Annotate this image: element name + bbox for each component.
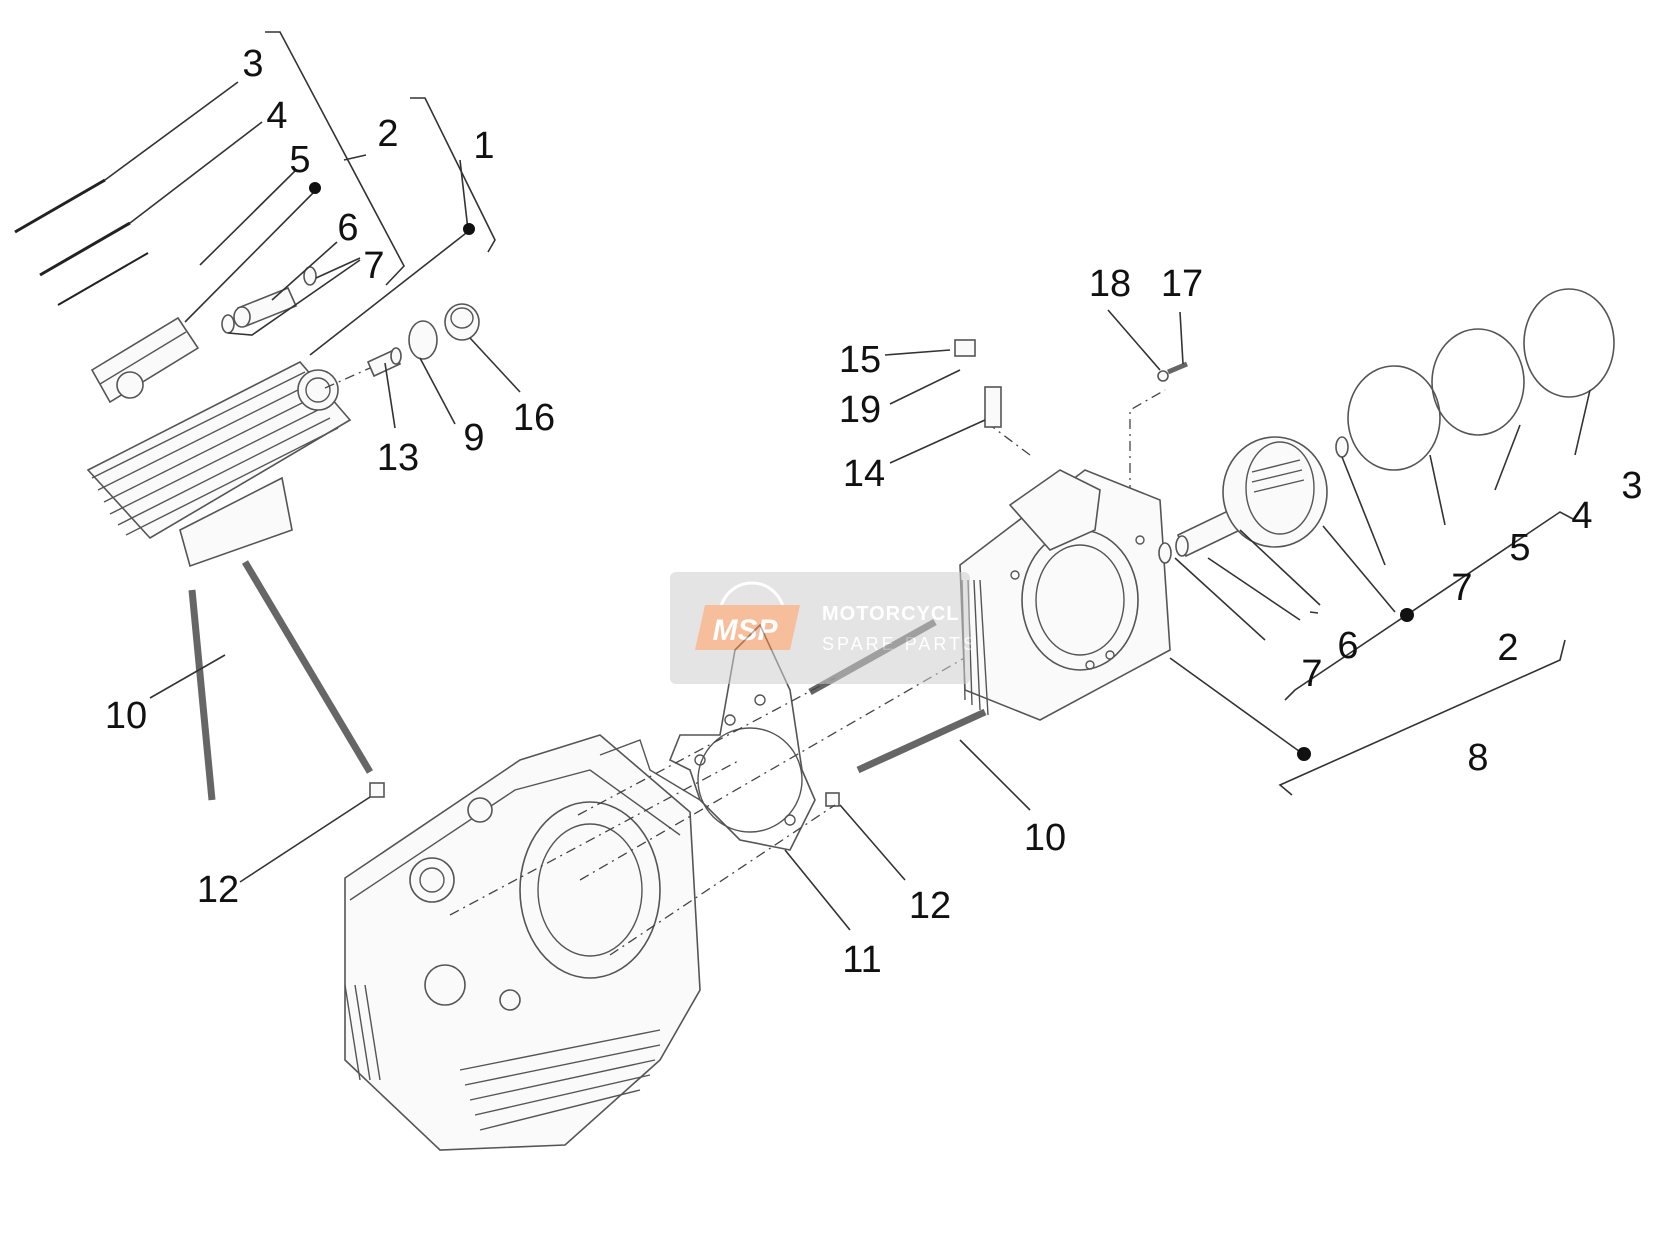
piston-right (1222, 436, 1328, 548)
watermark: MSP MOTORCYCL SPARE PARTS (670, 572, 978, 684)
callout-5-left: 5 (289, 139, 310, 181)
crankcase (344, 734, 701, 1151)
ring-4-left (39, 221, 131, 277)
ring-3-left (14, 178, 106, 234)
callout-7-right-upper: 7 (1451, 567, 1472, 609)
piston-pin-right (1175, 508, 1242, 558)
o-ring-9 (408, 320, 438, 360)
piston-left (90, 316, 200, 404)
callout-12-center: 12 (909, 885, 951, 927)
stud-10-center-b (856, 708, 987, 774)
ring-5-right (1347, 365, 1441, 471)
piston-pin-left (233, 286, 298, 328)
callout-9: 9 (463, 417, 484, 459)
callout-7-right-lower: 7 (1301, 653, 1322, 695)
callout-5-right: 5 (1509, 527, 1530, 569)
left-cylinder-assembly (14, 178, 480, 801)
pin-13 (366, 347, 402, 378)
callout-11: 11 (842, 939, 881, 981)
callout-2-left: 2 (377, 113, 398, 155)
stud-10-left-a (188, 589, 216, 801)
watermark-line2: SPARE PARTS (822, 634, 978, 654)
part-14 (984, 386, 1002, 428)
callout-17: 17 (1161, 263, 1203, 305)
callout-18: 18 (1089, 263, 1131, 305)
callout-7-left: 7 (363, 245, 384, 287)
leader-lines (104, 31, 1591, 931)
washer-18 (1157, 370, 1169, 382)
callout-19: 19 (839, 389, 881, 431)
dot-marker (309, 182, 321, 194)
callout-14: 14 (843, 453, 885, 495)
callout-15: 15 (839, 339, 881, 381)
watermark-line1: MOTORCYCL (822, 603, 960, 625)
callout-10-left: 10 (105, 695, 147, 737)
ring-4-right (1431, 328, 1525, 436)
plug-16 (444, 303, 480, 341)
cylinder-right (959, 469, 1171, 721)
callout-2-right: 2 (1497, 627, 1518, 669)
ring-5-left (57, 252, 149, 306)
callout-labels: 3 4 5 2 1 6 7 13 9 16 10 12 18 17 15 19 … (105, 43, 1643, 981)
dot-marker (1297, 747, 1311, 761)
watermark-badge-text: MSP (712, 614, 778, 647)
callout-10-center: 10 (1024, 817, 1066, 859)
callout-4-right: 4 (1571, 495, 1592, 537)
dowel-12-left (369, 782, 385, 798)
circlip-7-right-a (1158, 542, 1172, 564)
axis-line-left (324, 367, 371, 389)
cylinder-left (86, 361, 352, 568)
ring-3-right (1523, 288, 1615, 398)
callout-3-right: 3 (1621, 465, 1642, 507)
reference-dots (309, 182, 1414, 761)
callout-3-left: 3 (242, 43, 263, 85)
stud-10-left-b (241, 560, 374, 774)
right-cylinder-assembly (954, 288, 1615, 721)
callout-4-left: 4 (266, 95, 287, 137)
watermark-background (670, 572, 970, 684)
dowel-12-center (825, 792, 840, 807)
part-15 (954, 339, 976, 357)
screw-17 (1167, 361, 1188, 375)
callout-1: 1 (473, 125, 494, 167)
gasket-11 (668, 623, 816, 851)
callout-6-right: 6 (1337, 625, 1358, 667)
callout-6-left: 6 (337, 207, 358, 249)
circlip-7-left-a (221, 314, 235, 334)
dot-marker (463, 223, 475, 235)
circlip-7-right-b (1335, 436, 1349, 458)
callout-8: 8 (1467, 737, 1488, 779)
msp-badge (695, 605, 800, 650)
callout-13: 13 (377, 437, 419, 479)
callout-12-left: 12 (197, 869, 239, 911)
dot-marker (1400, 608, 1414, 622)
callout-16: 16 (513, 397, 555, 439)
